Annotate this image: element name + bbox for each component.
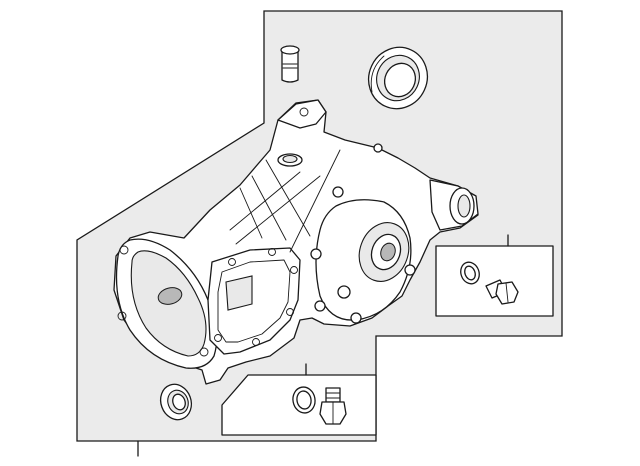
breather-plug[interactable] [280,45,300,83]
differential-housing[interactable] [113,99,479,385]
axle-oil-seal-left[interactable] [156,380,197,424]
drain-plug-callout-box [435,245,554,317]
drain-plug[interactable] [485,279,519,305]
axle-oil-seal-right[interactable] [359,38,438,119]
fill-plug-gasket[interactable] [291,385,317,414]
drain-plug-gasket[interactable] [458,260,482,287]
fill-plug[interactable] [319,387,347,425]
